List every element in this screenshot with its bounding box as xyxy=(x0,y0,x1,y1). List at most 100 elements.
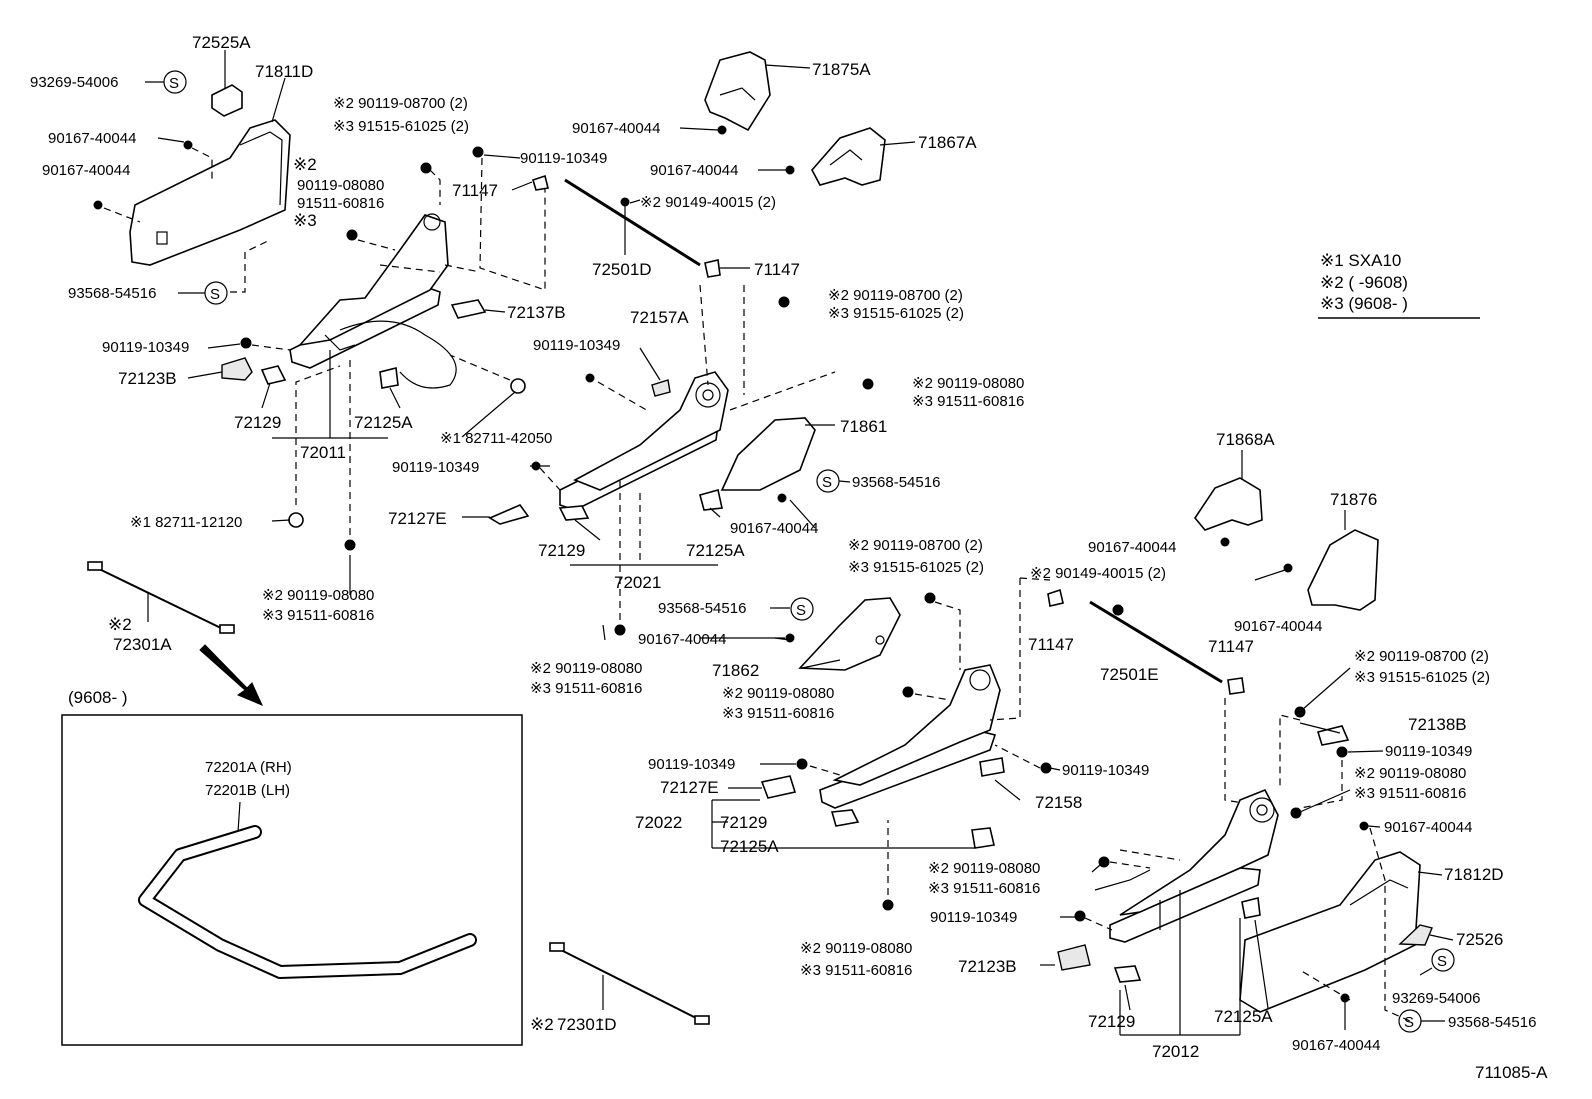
label-93568-54516: 93568-54516 xyxy=(852,474,940,491)
label-90119-10349: 90119-10349 xyxy=(392,459,479,476)
label-90119-08080: ※2 90119-08080 xyxy=(928,860,1040,877)
label-71876: 71876 xyxy=(1330,490,1377,509)
part-72125a-b xyxy=(699,489,723,511)
svg-text:S: S xyxy=(1404,1014,1414,1031)
diagram-code: 711085-A xyxy=(1475,1063,1548,1082)
legend: ※1 SXA10 ※2 ( -9608) ※3 (9608- ) xyxy=(1320,251,1408,313)
part-72157a xyxy=(651,379,671,397)
part-72012-track xyxy=(1094,788,1279,943)
label-72158: 72158 xyxy=(1035,793,1082,812)
label-90149-40015: ※2 90149-40015 (2) xyxy=(1030,565,1166,582)
bracket-72022 xyxy=(711,799,975,849)
part-72129-b xyxy=(558,505,590,521)
label-90119-10349: 90119-10349 xyxy=(648,756,735,773)
label-90167-40044: 90167-40044 xyxy=(730,520,818,537)
part-72137b xyxy=(450,299,487,319)
part-72011-track xyxy=(289,213,457,389)
inset-frame xyxy=(61,714,523,1046)
label-90167-40044: 90167-40044 xyxy=(572,120,660,137)
label-90119-10349: 90119-10349 xyxy=(102,339,189,356)
label-71147: 71147 xyxy=(452,181,498,200)
part-71861 xyxy=(720,417,816,503)
legend-line-2: ※2 ( -9608) xyxy=(1320,273,1408,292)
part-71811d xyxy=(129,77,291,266)
legend-line-3: ※3 (9608- ) xyxy=(1320,294,1408,313)
label-90119-08700: ※2 90119-08700 (2) xyxy=(333,95,468,112)
dashed-guides-middle xyxy=(539,284,836,620)
svg-text:S: S xyxy=(796,602,806,619)
label-71861: 71861 xyxy=(840,417,887,436)
clip-82711-42050 xyxy=(510,378,526,394)
label-82711-12120: ※1 82711-12120 xyxy=(130,514,242,531)
label-90167-40044: 90167-40044 xyxy=(638,631,726,648)
label-93568-54516: 93568-54516 xyxy=(1448,1014,1536,1031)
bolts-upper-left xyxy=(93,140,484,551)
label-93269-54006: 93269-54006 xyxy=(30,74,118,91)
part-72526 xyxy=(1398,924,1433,946)
label-91511-60816: ※3 91511-60816 xyxy=(912,393,1024,410)
part-72129-d xyxy=(1113,965,1142,983)
label-note2: ※2 xyxy=(108,615,132,634)
label-90167-40044: 90167-40044 xyxy=(48,130,136,147)
part-72301d-cable xyxy=(549,942,710,1025)
part-72125a-c xyxy=(971,827,995,849)
part-72123b xyxy=(221,357,253,381)
label-72125a: 72125A xyxy=(354,413,413,432)
part-72525a xyxy=(211,50,243,117)
part-72125a-a xyxy=(379,367,399,389)
label-90167-40044: 90167-40044 xyxy=(1234,618,1322,635)
part-71812d xyxy=(1239,851,1421,1013)
label-90119-08080: ※2 90119-08080 xyxy=(800,940,912,957)
label-91515-61025: ※3 91515-61025 (2) xyxy=(1354,669,1490,686)
part-72022-track xyxy=(819,664,1001,809)
label-90119-10349: 90119-10349 xyxy=(1062,762,1149,779)
part-labels: 72525A 93269-54006 71811D 90167-40044 90… xyxy=(30,33,1536,1061)
part-72123b-b xyxy=(1057,944,1091,971)
clip-82711-12120 xyxy=(288,512,304,528)
arrow-icon xyxy=(199,644,263,706)
label-90119-08080: ※2 90119-08080 xyxy=(912,375,1024,392)
part-72501e-rod xyxy=(1047,588,1245,695)
inset-title: (9608- ) xyxy=(68,688,128,707)
label-71867a: 71867A xyxy=(918,133,977,152)
label-72501d: 72501D xyxy=(592,260,652,279)
label-71147: 71147 xyxy=(1208,637,1254,656)
label-note3: ※3 xyxy=(293,211,317,230)
part-72158 xyxy=(979,757,1005,777)
label-91511-60816: ※3 91511-60816 xyxy=(262,607,374,624)
part-72021-track xyxy=(559,371,729,511)
bolts-right-lower xyxy=(1074,706,1369,1003)
part-71876 xyxy=(1283,529,1379,611)
svg-text:S: S xyxy=(822,474,832,491)
label-90119-08080: ※2 90119-08080 xyxy=(262,587,374,604)
label-72129: 72129 xyxy=(1088,1012,1135,1031)
part-72127e-a xyxy=(488,504,530,525)
part-72129-c xyxy=(830,809,860,827)
part-72125a-d xyxy=(1241,897,1261,919)
label-90167-40044: 90167-40044 xyxy=(1384,819,1472,836)
leader-lines xyxy=(145,64,1454,1030)
label-72012: 72012 xyxy=(1152,1042,1199,1061)
svg-text:S: S xyxy=(169,75,179,92)
dashed-guides-right-lower xyxy=(1084,714,1411,1022)
label-90149-40015: ※2 90149-40015 (2) xyxy=(640,194,776,211)
label-71868a: 71868A xyxy=(1216,430,1275,449)
label-72301a: 72301A xyxy=(113,635,172,654)
label-72127e: 72127E xyxy=(660,778,719,797)
legend-line-1: ※1 SXA10 xyxy=(1320,251,1401,270)
label-72526: 72526 xyxy=(1456,930,1503,949)
label-90119-10349: 90119-10349 xyxy=(533,337,620,354)
part-71867a xyxy=(785,127,886,186)
label-72021: 72021 xyxy=(614,573,661,592)
label-90119-08080: ※2 90119-08080 xyxy=(722,685,834,702)
label-90119-08700: ※2 90119-08700 (2) xyxy=(828,287,963,304)
label-72501e: 72501E xyxy=(1100,665,1159,684)
part-72138b xyxy=(1316,725,1350,746)
label-72157a: 72157A xyxy=(630,308,689,327)
label-72129: 72129 xyxy=(720,813,767,832)
label-72137b: 72137B xyxy=(507,303,566,322)
label-90119-10349: 90119-10349 xyxy=(1385,743,1472,760)
svg-text:S: S xyxy=(210,286,220,303)
